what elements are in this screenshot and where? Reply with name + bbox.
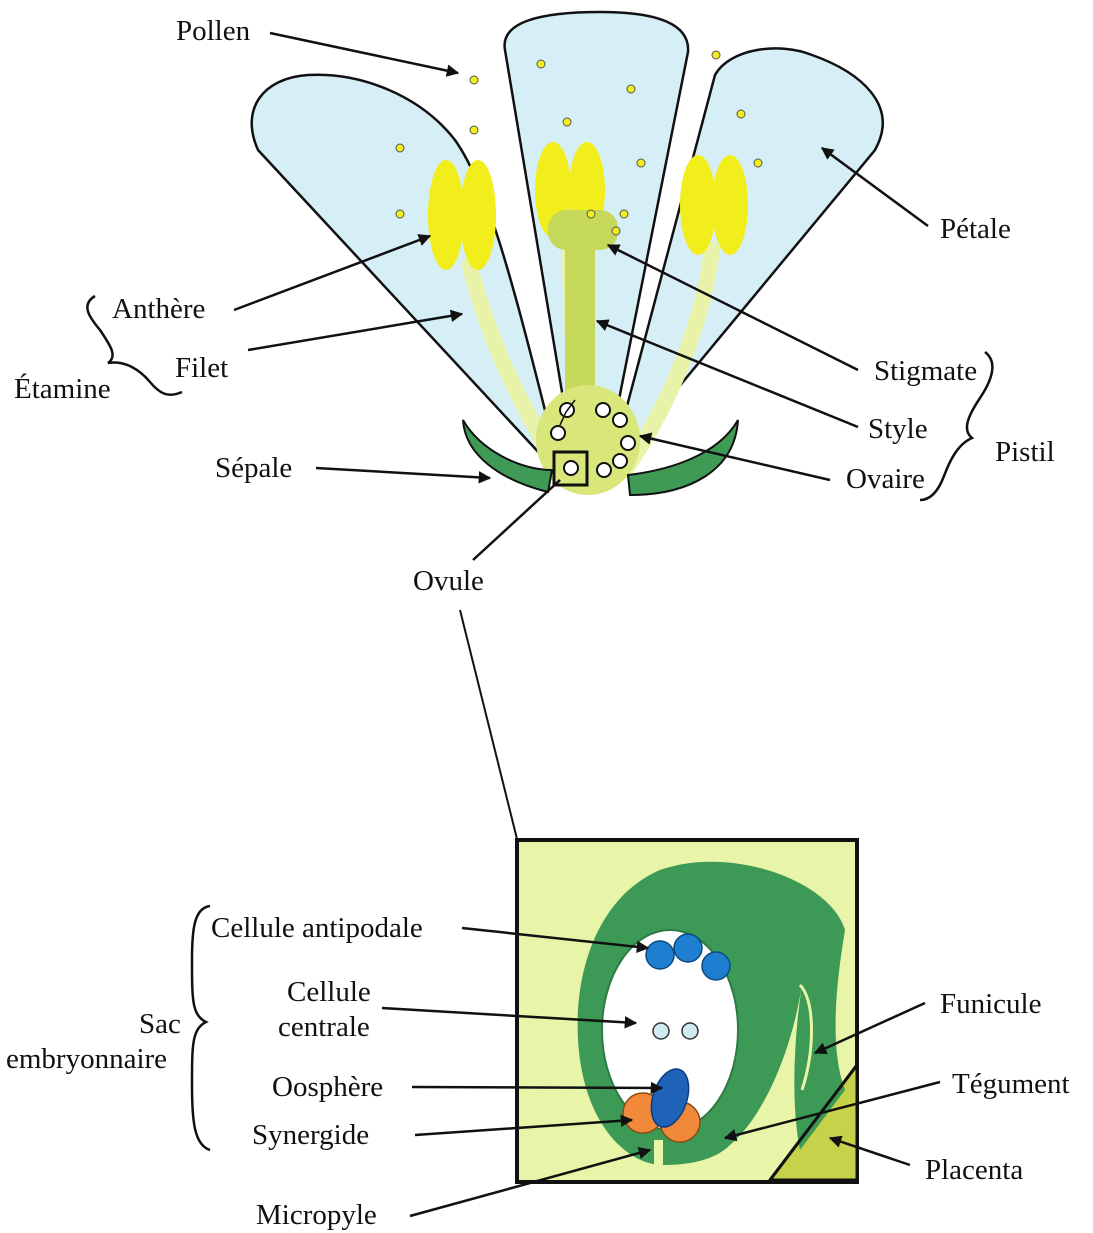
arrow-pollen: [270, 33, 458, 73]
micropyle-gap: [654, 1140, 663, 1170]
label-sepale: Sépale: [215, 452, 292, 484]
ovule-connector-line: [460, 610, 518, 843]
label-filet: Filet: [175, 352, 228, 384]
label-pistil: Pistil: [995, 436, 1055, 468]
label-cellule-centrale-1: Cellule: [287, 976, 371, 1008]
label-synergide: Synergide: [252, 1119, 369, 1151]
arrow-oosphere: [412, 1087, 662, 1088]
label-ovaire: Ovaire: [846, 463, 925, 495]
label-sac-1: Sac: [139, 1008, 181, 1040]
label-placenta: Placenta: [925, 1154, 1023, 1186]
petal-left: [252, 75, 560, 470]
label-pollen: Pollen: [176, 15, 251, 47]
label-oosphere: Oosphère: [272, 1071, 383, 1103]
label-stigmate: Stigmate: [874, 355, 977, 387]
brace-sac: [192, 906, 210, 1150]
label-tegument: Tégument: [952, 1068, 1070, 1100]
label-etamine: Étamine: [14, 372, 111, 405]
label-sac-2: embryonnaire: [6, 1043, 167, 1075]
label-ovule: Ovule: [413, 565, 484, 597]
label-style: Style: [868, 413, 928, 445]
ovule-inset: [517, 840, 857, 1182]
label-petale: Pétale: [940, 213, 1011, 245]
label-micropyle: Micropyle: [256, 1199, 377, 1231]
flower: [252, 12, 883, 495]
line-ovule: [473, 480, 560, 560]
label-funicule: Funicule: [940, 988, 1042, 1020]
label-cellule-centrale-2: centrale: [278, 1011, 370, 1043]
stigma: [548, 210, 618, 250]
label-cellule-antipodale: Cellule antipodale: [211, 912, 423, 944]
arrow-sepale: [316, 468, 490, 478]
label-anthere: Anthère: [112, 293, 205, 325]
